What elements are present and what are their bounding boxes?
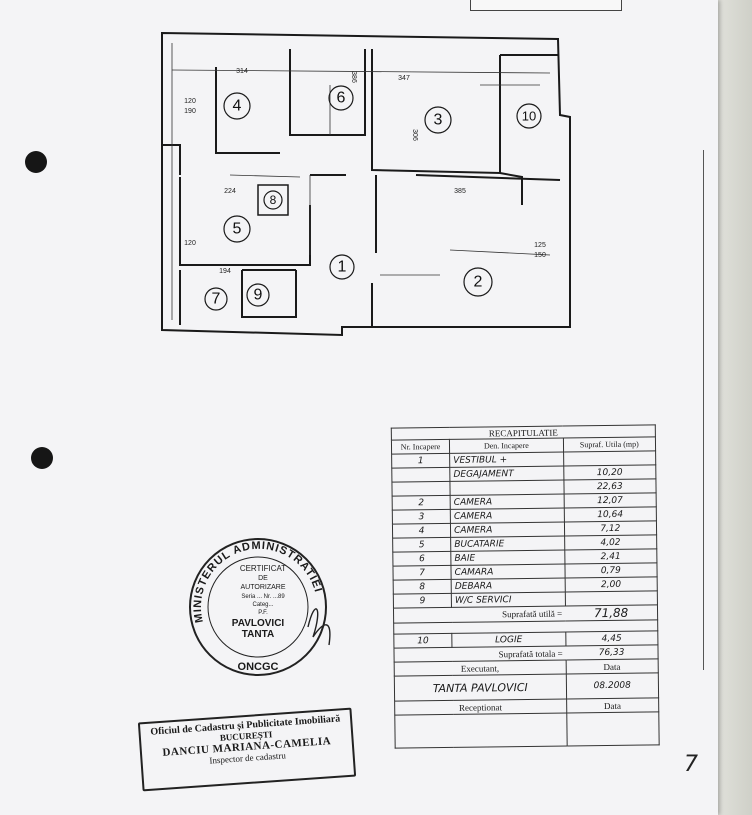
header-den: Den. Incapere <box>449 438 564 454</box>
previous-page-edge <box>470 0 622 11</box>
executant-name: TANTA PAVLOVICI <box>394 674 567 702</box>
recap-table-block: RECAPITULATIE Nr. Incapere Den. Incapere… <box>391 424 660 793</box>
row-nr: 3 <box>392 509 451 525</box>
row-nr: 1 <box>391 453 450 469</box>
row-supr: 0,79 <box>564 562 658 579</box>
row-supr: 12,07 <box>563 492 657 509</box>
recap-table: RECAPITULATIE Nr. Incapere Den. Incapere… <box>391 424 660 749</box>
stamp-inner-line: P.F. <box>258 610 268 616</box>
row-den: BAIE <box>450 550 565 566</box>
dimension-label: 224 <box>224 188 236 195</box>
dimension-label: 306 <box>411 129 418 141</box>
row-supr <box>563 450 656 467</box>
row-supr: 22,63 <box>563 478 657 495</box>
row-den: CAMERA <box>450 508 565 524</box>
punch-hole <box>31 447 53 469</box>
stamp-inner-line: Seria ... Nr. ...89 <box>241 594 285 600</box>
row-den: DEGAJAMENT <box>449 466 564 482</box>
loggia-den: LOGIE <box>451 632 566 648</box>
room-number-4: 4 <box>233 98 242 115</box>
punch-hole <box>25 151 47 173</box>
page-edge-line <box>703 150 704 670</box>
row-den: CAMARA <box>451 564 565 580</box>
stamp-inner-line: DE <box>258 575 268 582</box>
row-supr: 2,00 <box>564 576 658 593</box>
dimension-label: 385 <box>454 188 466 195</box>
stamp-inner-line: TANTA <box>242 629 274 640</box>
dimension-label: 347 <box>398 75 410 82</box>
document-page: 1 2 3 4 5 6 7 8 9 10 314 386 347 120 190… <box>0 0 718 815</box>
row-supr: 4,02 <box>564 534 657 551</box>
row-supr: 7,12 <box>564 520 657 537</box>
row-nr: 7 <box>392 565 452 581</box>
loggia-nr: 10 <box>393 633 453 649</box>
stamp-inner-line: AUTORIZARE <box>241 584 286 591</box>
header-supr: Supraf. Utila (mp) <box>563 436 656 453</box>
row-supr: 2,41 <box>564 548 657 565</box>
row-den: CAMERA <box>450 522 565 538</box>
row-supr <box>564 590 658 607</box>
header-nr: Nr. Incapere <box>391 439 450 455</box>
row-nr <box>391 467 451 483</box>
room-number-2: 2 <box>474 274 483 291</box>
stamp-inner-line: CERTIFICAT <box>240 564 286 573</box>
signature-mark <box>307 608 331 646</box>
room-number-9: 9 <box>254 287 263 304</box>
row-den: BUCATARIE <box>450 536 565 552</box>
row-den: CAMERA <box>450 494 564 510</box>
row-nr: 6 <box>392 551 452 567</box>
round-stamp: MINISTERUL ADMINISTRATIEI ONCGC CERTIFIC… <box>189 538 331 676</box>
cadastre-stamp: Oficiul de Cadastru și Publicitate Imobi… <box>137 707 357 792</box>
dimension-label: 386 <box>350 71 357 83</box>
data-label: Data <box>565 658 659 675</box>
room-number-10: 10 <box>522 109 536 124</box>
room-number-3: 3 <box>434 112 443 129</box>
row-nr: 9 <box>393 593 452 609</box>
room-number-8: 8 <box>270 193 277 207</box>
row-nr: 2 <box>392 495 451 511</box>
floor-plan: 1 2 3 4 5 6 7 8 9 10 314 386 347 120 190… <box>161 31 571 337</box>
stamp-inner-line: PAVLOVICI <box>232 618 285 629</box>
row-nr: 5 <box>392 537 451 553</box>
row-nr: 8 <box>393 579 452 595</box>
row-supr: 10,20 <box>563 464 656 481</box>
dimension-label: 120 <box>184 98 196 105</box>
data-label-2: Data <box>566 697 659 714</box>
row-nr <box>391 481 451 497</box>
dimension-label: 190 <box>184 108 196 115</box>
room-number-7: 7 <box>212 291 221 308</box>
dimension-label: 120 <box>184 240 196 247</box>
dimension-label: 150 <box>534 252 546 259</box>
stamp-bottom-text: ONCGC <box>238 661 279 673</box>
row-den: VESTIBUL + <box>449 452 564 468</box>
row-supr: 10,64 <box>563 506 657 523</box>
room-number-5: 5 <box>233 221 242 238</box>
executant-date: 08.2008 <box>565 672 659 700</box>
suprafata-totala-value: 76,33 <box>565 644 659 661</box>
suprafata-utila-value: 71,88 <box>565 604 658 622</box>
row-den: DEBARA <box>451 578 565 594</box>
row-den: W/C SERVICI <box>451 592 566 608</box>
page-number: 7 <box>684 752 698 777</box>
loggia-supr: 4,45 <box>565 630 658 647</box>
room-number-1: 1 <box>338 259 347 276</box>
dimension-label: 125 <box>534 242 546 249</box>
room-number-6: 6 <box>337 90 346 107</box>
dimension-label: 314 <box>236 68 248 75</box>
row-nr: 4 <box>392 523 451 539</box>
dimension-label: 194 <box>219 268 231 275</box>
stamp-inner-line: Categ... <box>252 602 273 608</box>
row-den <box>450 480 564 496</box>
